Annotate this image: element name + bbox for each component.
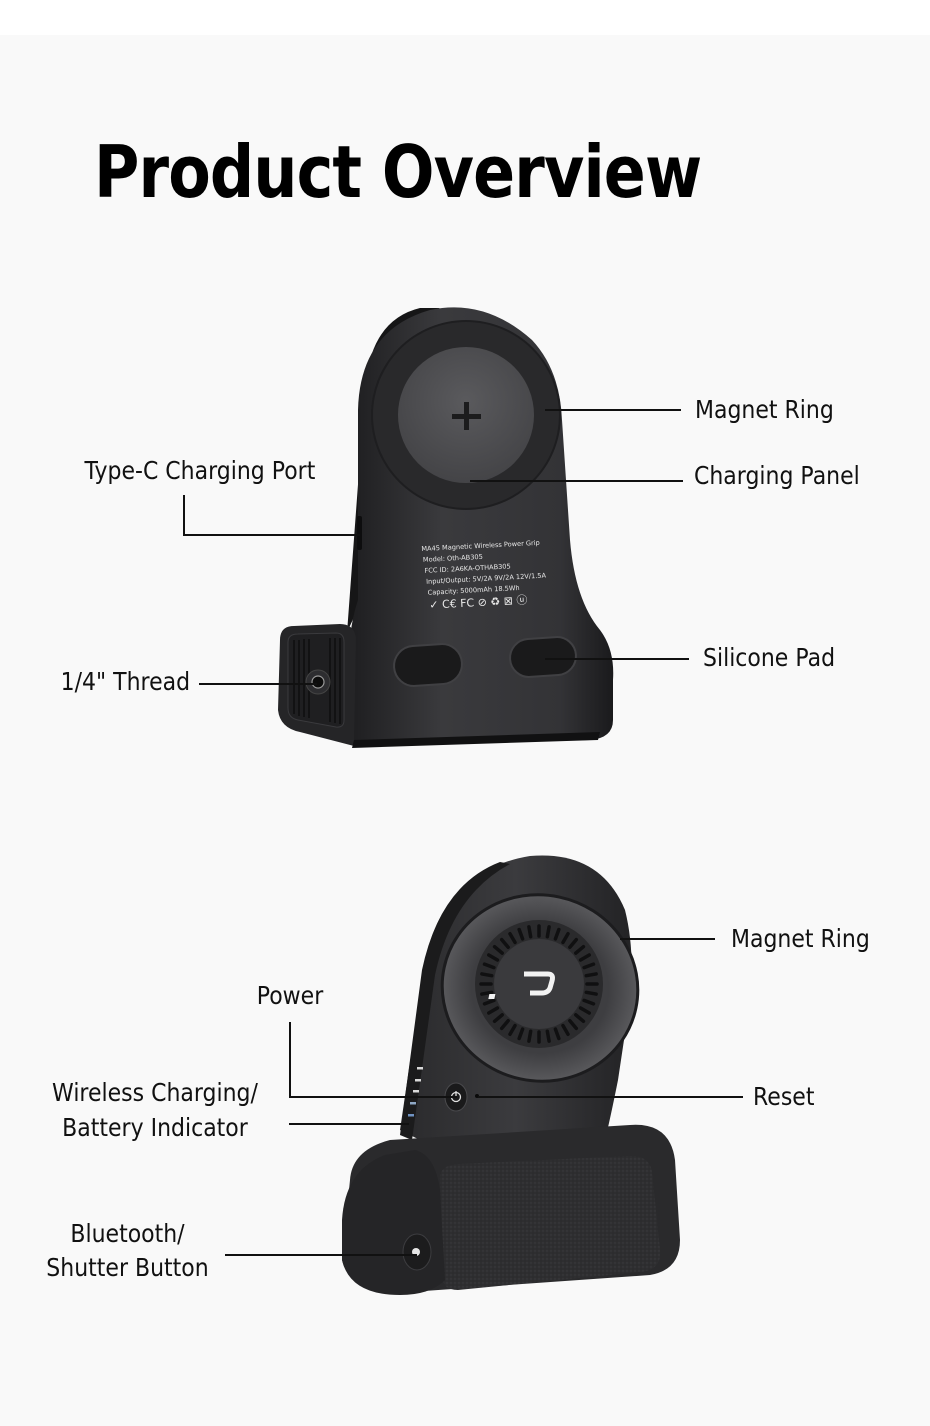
label-silicone-pad: Silicone Pad [703, 643, 836, 672]
label-type-c-port: Type-C Charging Port [84, 456, 315, 485]
leader-line-indicator [289, 1123, 409, 1125]
device-back-view: MA45 Magnetic Wireless Power Grip Model:… [278, 307, 614, 748]
page-title: Product Overview [94, 130, 702, 214]
battery-indicator-leds [408, 1067, 423, 1117]
leader-line-thread [199, 683, 317, 685]
leader-line-shutter [225, 1254, 417, 1256]
svg-text:✓ C€ FC ⊘ ♻ ⊠ ⓤ: ✓ C€ FC ⊘ ♻ ⊠ ⓤ [429, 594, 528, 612]
leader-line-reset [478, 1096, 743, 1098]
leader-line-power-h [289, 1096, 457, 1098]
leader-line-magnet-ring-front [620, 938, 715, 940]
plus-icon [452, 402, 481, 430]
label-indicator-line1: Wireless Charging/ [52, 1078, 258, 1107]
label-power: Power [256, 981, 324, 1010]
label-shutter-line2: Shutter Button [46, 1253, 209, 1282]
leader-line-magnet-ring-back [545, 409, 681, 411]
leader-line-type-c-port-v [183, 495, 185, 536]
label-reset: Reset [753, 1082, 815, 1111]
leader-line-type-c-port-h [183, 534, 360, 536]
leader-line-power-v [289, 1022, 291, 1097]
brand-p-logo-icon [488, 971, 555, 999]
device-front-view [342, 855, 680, 1295]
label-magnet-ring-front: Magnet Ring [731, 924, 870, 953]
label-charging-panel: Charging Panel [694, 461, 860, 490]
leader-line-silicone-pad [545, 658, 689, 660]
svg-text:Model: Oth-AB305: Model: Oth-AB305 [423, 553, 483, 564]
label-shutter-line1: Bluetooth/ [70, 1219, 185, 1248]
leader-line-charging-panel [470, 480, 683, 482]
label-thread: 1/4" Thread [60, 667, 190, 696]
label-indicator-line2: Battery Indicator [62, 1113, 248, 1142]
label-magnet-ring-back: Magnet Ring [695, 395, 834, 424]
